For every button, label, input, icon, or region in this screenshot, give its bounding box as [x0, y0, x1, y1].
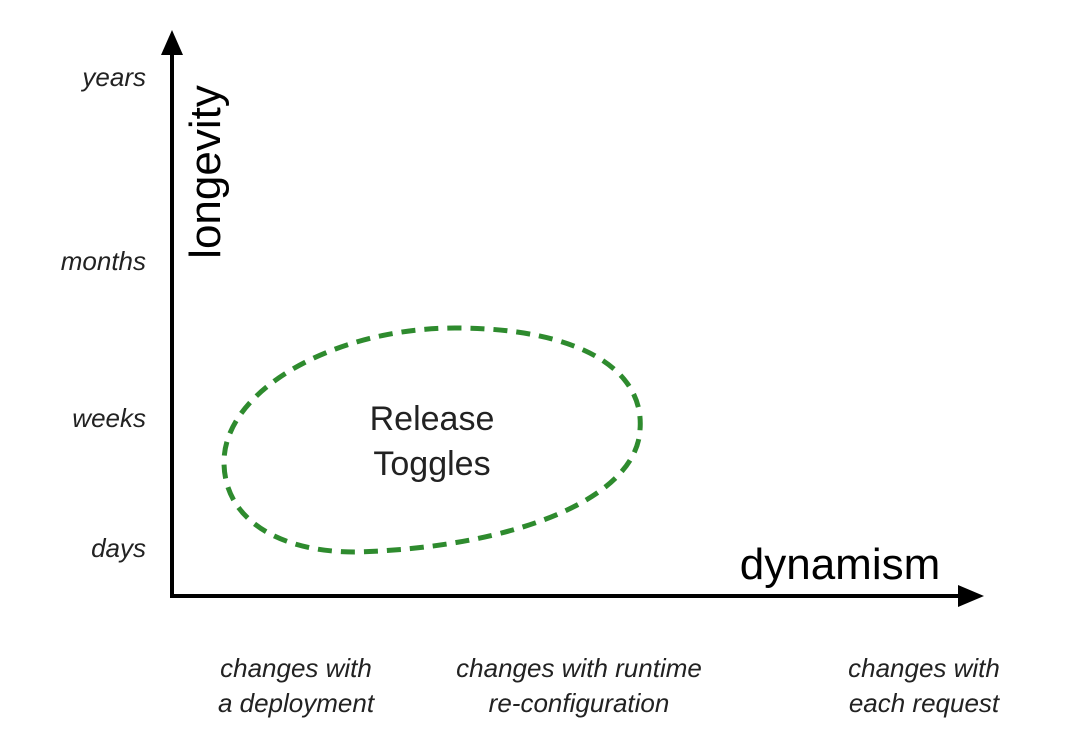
y-tick-label: days [91, 533, 146, 563]
region-label: Toggles [373, 445, 490, 483]
x-axis-arrow-icon [958, 585, 984, 607]
region-label: Release [370, 400, 495, 438]
release-toggles-region [221, 325, 643, 555]
x-tick-label: each request [849, 688, 1001, 718]
x-tick-label: changes with runtime [456, 653, 702, 683]
y-axis-arrow-icon [161, 30, 183, 55]
x-tick-label: changes with [220, 653, 372, 683]
y-tick-label: weeks [72, 403, 146, 433]
x-tick-label: re-configuration [489, 688, 670, 718]
y-tick-label: years [80, 62, 146, 92]
x-axis-title: dynamism [740, 540, 941, 589]
y-tick-label: months [61, 246, 146, 276]
y-axis-title: longevity [181, 85, 230, 259]
x-tick-label: changes with [848, 653, 1000, 683]
x-tick-label: a deployment [218, 688, 376, 718]
